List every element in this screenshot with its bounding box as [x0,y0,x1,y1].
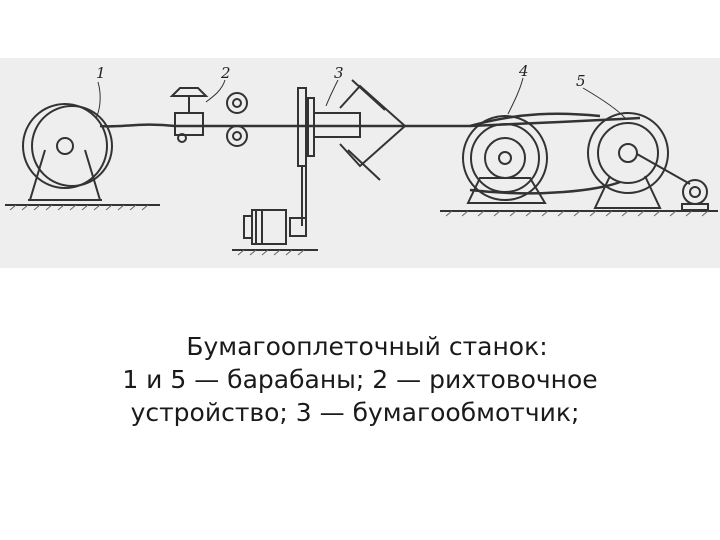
label-5: 5 [576,72,586,90]
label-2: 2 [220,64,231,82]
paper-wrapper-3 [297,79,407,226]
caption-title: Бумагооплеточный станок: [186,332,548,361]
drum-5 [587,112,669,209]
straightening-device-2 [169,87,248,147]
motor-lower [243,209,307,245]
belt [469,112,621,195]
label-leaders [95,77,626,119]
machine-schematic: 1 2 3 4 5 [0,58,720,268]
caption-legend-line-2: устройство; 3 — бумагообмотчик; [130,398,580,427]
label-3: 3 [334,64,344,82]
label-4: 4 [518,62,529,80]
capstan-4 [462,115,548,204]
label-1: 1 [96,64,106,82]
figure-caption: Бумагооплеточный станок: 1 и 5 — барабан… [0,330,720,429]
motor-right [636,153,709,211]
drum-1 [22,103,113,201]
caption-legend-line-1: 1 и 5 — барабаны; 2 — рихтовочное [122,365,598,394]
wire [99,116,641,128]
